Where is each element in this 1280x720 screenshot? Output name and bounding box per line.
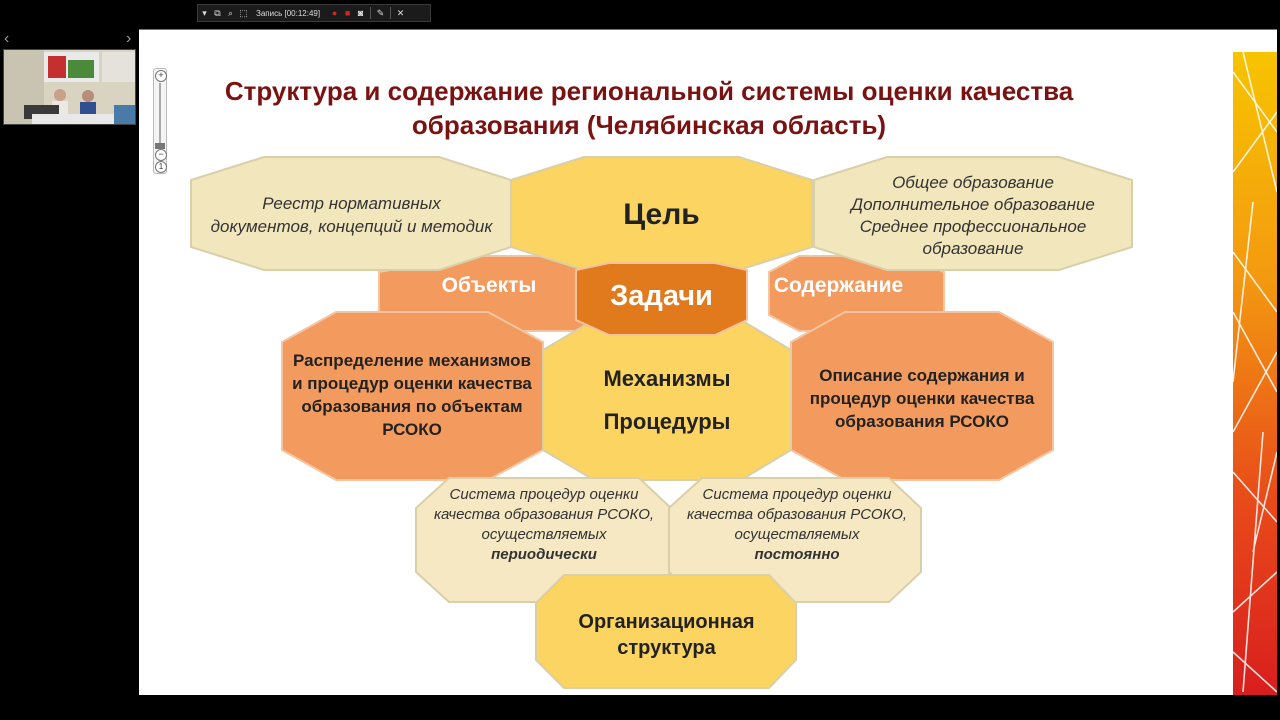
zoom-icon[interactable]: ⌕	[227, 7, 234, 18]
presentation-slide: + − 1 Структура и содержание регионально…	[139, 29, 1277, 695]
recording-toolbar: ▾ ⧉ ⌕ ⬚ Запись [00:12:49] ● ■ ◙ ✎ ✕	[197, 4, 431, 22]
stop-icon[interactable]: ■	[344, 8, 351, 18]
close-icon[interactable]: ✕	[396, 7, 405, 18]
camera-icon[interactable]: ◙	[357, 8, 364, 18]
constant-em: постоянно	[754, 546, 840, 563]
decorative-stripe	[1233, 52, 1277, 695]
hex-tasks	[575, 262, 748, 336]
hex-goal	[510, 156, 813, 271]
chevron-right-icon[interactable]: ›	[126, 30, 132, 47]
mechanisms-text: Механизмы	[603, 366, 731, 391]
objects-text: Объекты	[441, 274, 537, 297]
zoom-in-icon[interactable]: +	[155, 70, 167, 82]
hex-org	[535, 574, 797, 689]
zoom-handle[interactable]	[155, 143, 165, 149]
record-icon[interactable]: ●	[331, 8, 338, 18]
chevron-left-icon[interactable]: ‹	[4, 30, 10, 47]
periodic-block: Система процедур оценки качества образов…	[424, 485, 664, 565]
distribution-text: Распределение механизмов и процедур оцен…	[292, 351, 532, 439]
tasks-text: Задачи	[610, 279, 713, 312]
constant-text: Система процедур оценки качества образов…	[686, 486, 908, 543]
zoom-out-icon[interactable]: −	[155, 149, 167, 161]
periodic-text: Система процедур оценки качества образов…	[433, 486, 655, 543]
registry-text: Реестр нормативных документов, концепций…	[210, 194, 493, 236]
pen-icon[interactable]: ✎	[376, 7, 385, 18]
content-text: Содержание	[773, 274, 904, 297]
webcam-frame	[4, 50, 135, 124]
zoom-slider[interactable]: + − 1	[153, 68, 167, 174]
recording-label: Запись [00:12:49]	[256, 8, 321, 18]
slide-title: Структура и содержание региональной сист…	[224, 76, 1074, 140]
hexagon-diagram	[190, 156, 1133, 689]
fit-icon[interactable]: ⬚	[239, 7, 248, 18]
org-text: Организационная структура	[578, 611, 755, 659]
hex-mechanisms	[542, 319, 792, 481]
hex-education	[813, 156, 1133, 271]
periodic-em: периодически	[491, 546, 597, 563]
education-text: Общее образование Дополнительное образов…	[851, 173, 1095, 258]
description-text: Описание содержания и процедур оценки ка…	[809, 365, 1035, 431]
dropdown-icon[interactable]: ▾	[202, 7, 207, 18]
zoom-reset-icon[interactable]: 1	[155, 161, 167, 173]
goal-text: Цель	[623, 198, 700, 231]
procedures-text: Процедуры	[603, 409, 731, 434]
webcam-video[interactable]	[3, 49, 136, 125]
toolbar-divider	[370, 7, 372, 19]
hex-description	[790, 311, 1054, 481]
toolbar-divider	[390, 7, 392, 19]
zoom-track[interactable]	[159, 83, 161, 147]
window-icon[interactable]: ⧉	[214, 7, 221, 18]
constant-block: Система процедур оценки качества образов…	[677, 485, 917, 565]
